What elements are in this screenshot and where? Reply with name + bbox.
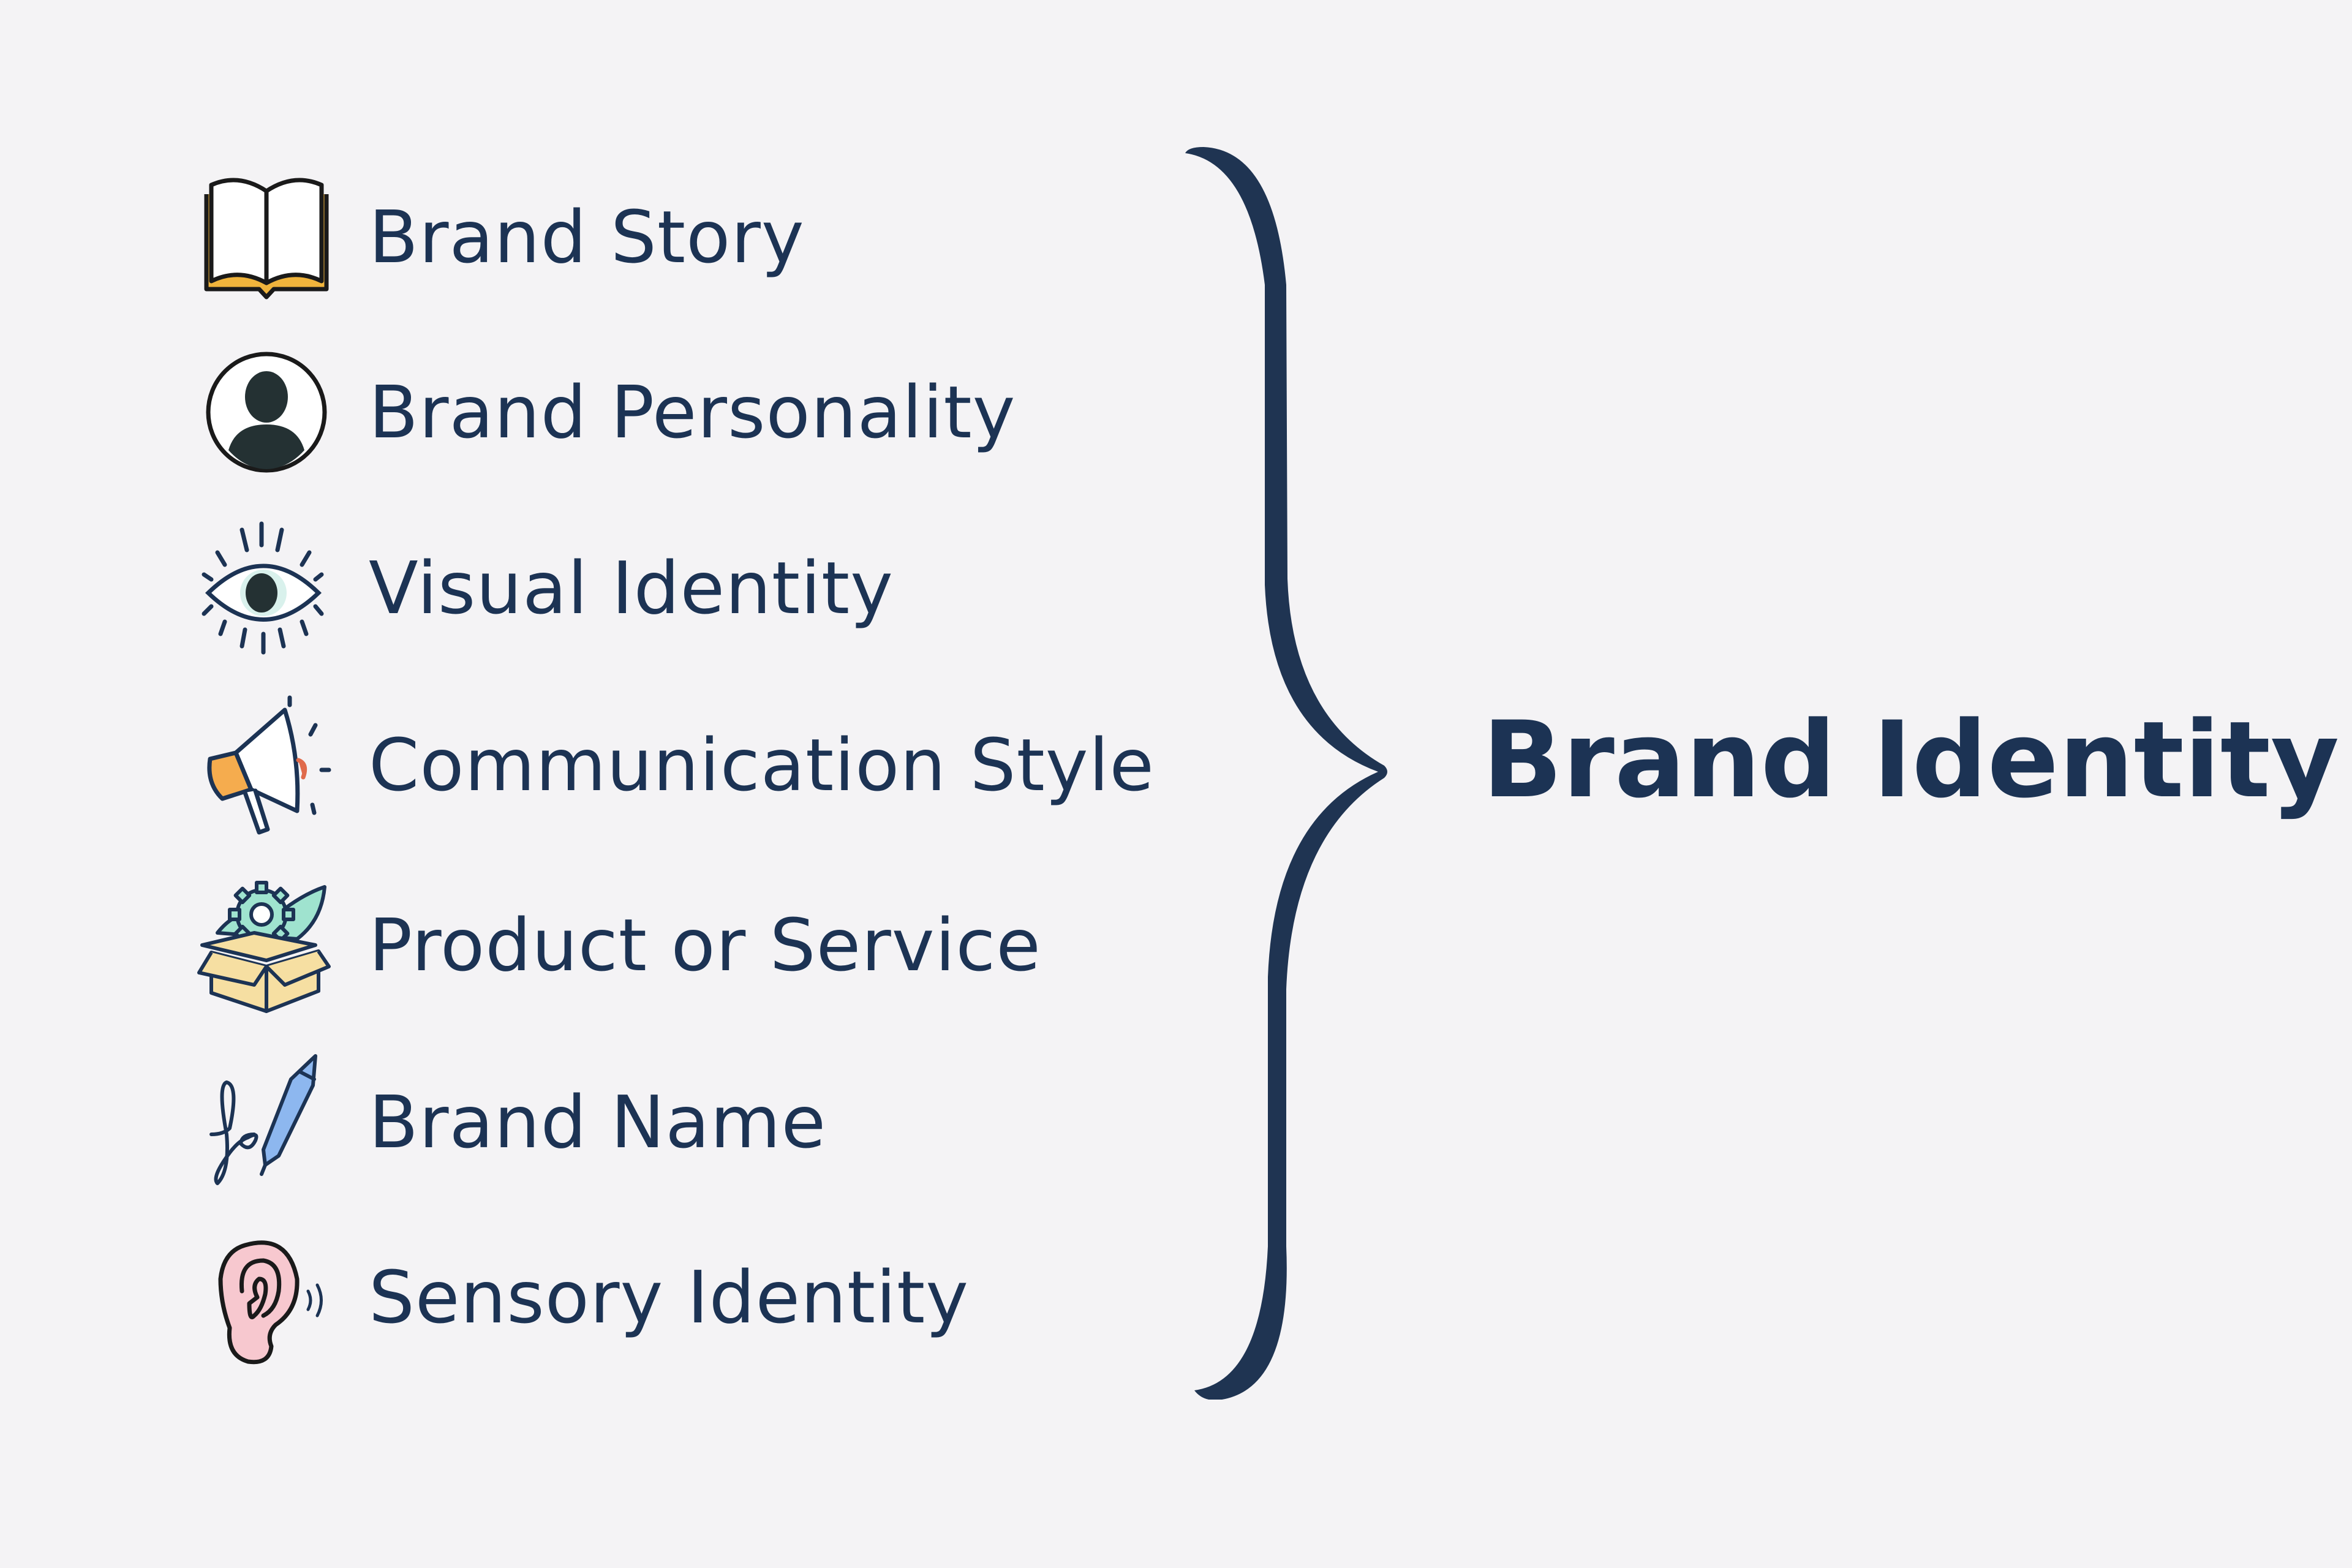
ear-sound-icon <box>184 1224 349 1371</box>
item-communication-style: Communication Style <box>184 692 1155 839</box>
result-label: Brand Identity <box>1482 698 2340 821</box>
user-avatar-icon <box>184 339 349 486</box>
grouping-brace <box>1176 144 1396 1400</box>
item-label: Communication Style <box>369 723 1155 807</box>
item-label: Brand Name <box>369 1080 827 1164</box>
item-sensory-identity: Sensory Identity <box>184 1224 969 1371</box>
item-product-or-service: Product or Service <box>184 872 1041 1019</box>
signature-pen-icon <box>184 1049 349 1196</box>
gear-box-icon <box>184 872 349 1019</box>
item-label: Product or Service <box>369 903 1041 987</box>
item-label: Brand Story <box>369 195 805 279</box>
item-brand-personality: Brand Personality <box>184 339 1016 486</box>
eye-icon <box>184 514 349 662</box>
open-book-icon <box>184 164 349 311</box>
item-visual-identity: Visual Identity <box>184 514 894 662</box>
item-label: Brand Personality <box>369 370 1016 454</box>
item-brand-name: Brand Name <box>184 1049 826 1196</box>
item-brand-story: Brand Story <box>184 164 805 311</box>
megaphone-icon <box>184 692 349 839</box>
item-label: Sensory Identity <box>369 1255 970 1340</box>
item-label: Visual Identity <box>369 546 894 630</box>
